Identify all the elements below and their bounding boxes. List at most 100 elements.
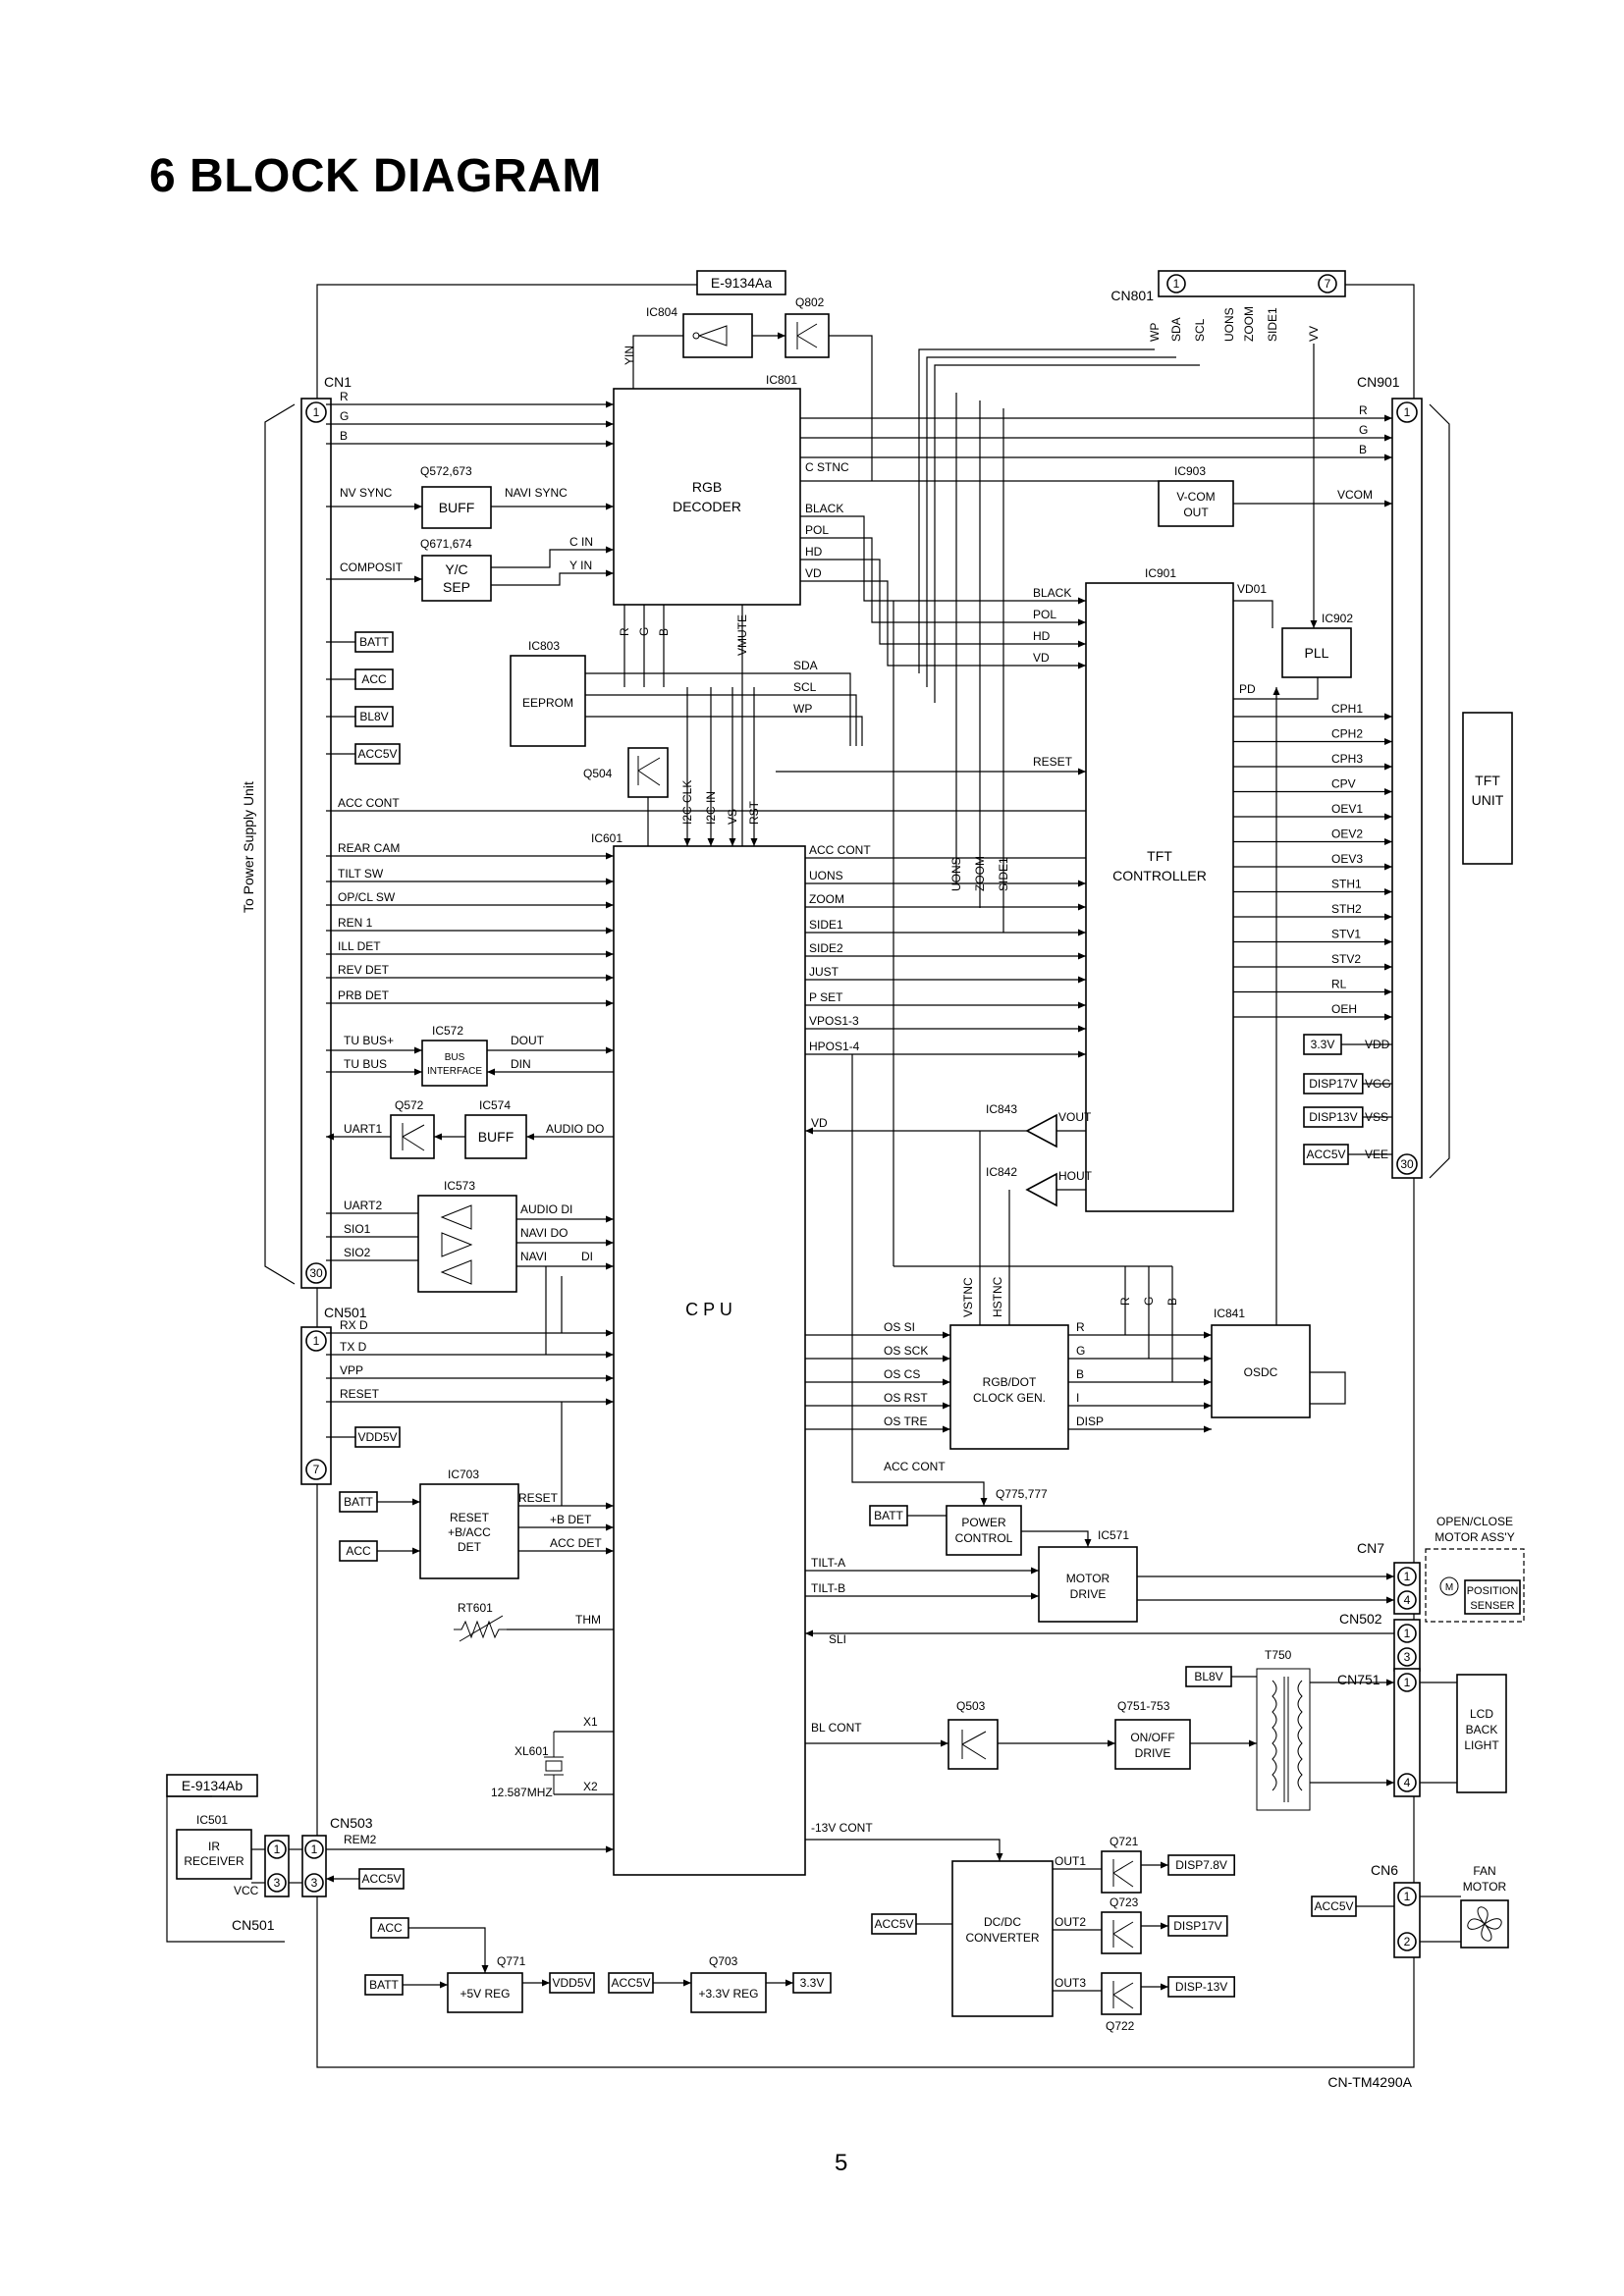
ic843-amp (1025, 1113, 1057, 1148)
ic901-pin-reset: RESET (1033, 755, 1073, 769)
wire-scl-cn801 (934, 364, 1200, 703)
cn1-signal-ren-1: REN 1 (338, 916, 373, 930)
cn901-signal-oeh: OEH (1331, 1002, 1357, 1016)
t750-transformer (1256, 1668, 1311, 1811)
wire-cn1-ctl-1-arrow (606, 852, 614, 860)
cn801-pin-last (1318, 274, 1337, 294)
wire-eeprom-scl (585, 694, 857, 746)
cn6-pin-first (1397, 1887, 1417, 1906)
wire-yin-sep-arrow (606, 569, 614, 577)
cn1-signal-composit: COMPOSIT (340, 561, 404, 574)
openclose-label-1: OPEN/CLOSE (1436, 1515, 1513, 1528)
cn751-pin-first (1397, 1673, 1417, 1692)
q671-name-1: Y/C (445, 561, 467, 577)
ic901-pin-pd: PD (1239, 682, 1256, 696)
q572-transistor-block (390, 1114, 435, 1159)
ic574-name: BUFF (478, 1129, 514, 1145)
ic573-buffer-symbols (440, 1204, 473, 1285)
power-control-batt-label: BATT (874, 1509, 903, 1522)
q504-block (627, 747, 669, 798)
q72x-block-0 (1101, 1850, 1142, 1894)
ic841-osdc (1211, 1324, 1311, 1418)
wire-yin (632, 335, 683, 389)
reg-acc5v-label: ACC5V (611, 1976, 650, 1990)
cn901-signal-g: G (1359, 423, 1368, 437)
wire-sda-cn801 (926, 356, 1176, 687)
q802-block (785, 313, 830, 358)
ic901-pin-black: BLACK (1033, 586, 1071, 600)
q775-power-control (946, 1505, 1022, 1556)
q572-ref: Q572,673 (420, 464, 472, 478)
ic501-name-2: RECEIVER (184, 1854, 244, 1868)
clockgen-pin-vstnc: VSTNC (961, 1277, 975, 1317)
cn501-pin-last-label: 7 (313, 1463, 320, 1476)
q503-block (947, 1719, 999, 1770)
cn901-signal-cph1: CPH1 (1331, 702, 1363, 716)
clockgen-out-0: R (1076, 1320, 1085, 1334)
ic703-ref: IC703 (448, 1468, 479, 1481)
ic573-block (417, 1195, 517, 1293)
wire-uart1-arrow (326, 1133, 334, 1141)
ic801-pin-c-stnc: C STNC (805, 460, 849, 474)
wire-ic801-ic901-3-arrow (1078, 662, 1086, 669)
cn1-signal-rev-det: REV DET (338, 963, 390, 977)
cn1-signal-sio1: SIO1 (344, 1222, 371, 1236)
board-name-box (696, 270, 786, 295)
q751-ref: Q751-753 (1117, 1699, 1170, 1713)
cn503-pin-first-label: 1 (311, 1842, 318, 1856)
wire-tilt-a-arrow (1031, 1567, 1039, 1575)
ic803-bus-scl: SCL (793, 680, 817, 694)
cn501-signal-reset: RESET (340, 1387, 380, 1401)
cn501-pin-last (305, 1459, 327, 1480)
ic571-ref: IC571 (1098, 1528, 1129, 1542)
q771-name: +5V REG (460, 1987, 510, 2001)
cn901-signal-cph3: CPH3 (1331, 752, 1363, 766)
ic574-ref: IC574 (479, 1098, 511, 1112)
cn501-name: CN501 (324, 1305, 367, 1320)
q775-name-1: POWER (961, 1516, 1006, 1529)
wire-ic703-in-0-arrow (412, 1498, 420, 1506)
wire-cpu-ic901-6-arrow (1078, 1001, 1086, 1009)
ic801-rgb-decoder (613, 388, 801, 606)
cn1-pin-first (305, 401, 327, 423)
ic801-ref: IC801 (766, 373, 797, 387)
wire-cpu-ic901-7-arrow (1078, 1025, 1086, 1033)
wire-13v-cont (805, 1839, 1001, 1861)
ic574-pin-audio-do: AUDIO DO (546, 1122, 604, 1136)
dcdc-out-0: OUT1 (1055, 1854, 1086, 1868)
q751-onoff-drive (1114, 1719, 1191, 1770)
cn901-rail-2-label: DISP13V (1309, 1110, 1357, 1124)
wire-ic703-in-1-arrow (412, 1547, 420, 1555)
wire-acc5v-reg33-arrow (683, 1979, 691, 1987)
cn901-signal-oev3: OEV3 (1331, 852, 1363, 866)
cn503-pin-first (304, 1840, 324, 1859)
xl601-crystal-symbol (544, 1732, 564, 1794)
rt601-ref: RT601 (458, 1601, 493, 1615)
clockgen-out-3: I (1076, 1391, 1079, 1405)
cn501b-pin-first (267, 1840, 287, 1859)
wire-ic801-ic901-3 (800, 580, 1086, 667)
ic501-ref: IC501 (196, 1813, 228, 1827)
left-rail-acc5v-label: ACC5V (357, 747, 397, 761)
ic801-pin-cin: C IN (569, 535, 593, 549)
wire-tubus2-arrow (414, 1068, 422, 1076)
q802-transistor-symbol (796, 322, 818, 349)
ic804-inverter-symbol (697, 325, 728, 347)
cn1-signal-b: B (340, 429, 348, 443)
wire-cn1-ctl-4-arrow (606, 927, 614, 934)
cn901-rail-0-label: 3.3V (1311, 1038, 1335, 1051)
dcdc-out-2: OUT3 (1055, 1976, 1086, 1990)
cn501b-pin-first-label: 1 (274, 1842, 281, 1856)
ic601-pin-2: ZOOM (809, 892, 844, 906)
ic601-pin-4: SIDE2 (809, 941, 843, 955)
q703-name: +3.3V REG (698, 1987, 758, 2001)
cn901-pin-first-label: 1 (1404, 405, 1411, 419)
cn503-name: CN503 (330, 1815, 373, 1831)
ic801-name-2: DECODER (673, 499, 741, 514)
position-sensor (1464, 1579, 1521, 1615)
wire-os-2-arrow (943, 1378, 950, 1386)
wire-cn901-b-arrow (1384, 454, 1392, 461)
ic571-name-1: MOTOR (1066, 1572, 1110, 1585)
ic903-vcom-out (1158, 480, 1234, 527)
